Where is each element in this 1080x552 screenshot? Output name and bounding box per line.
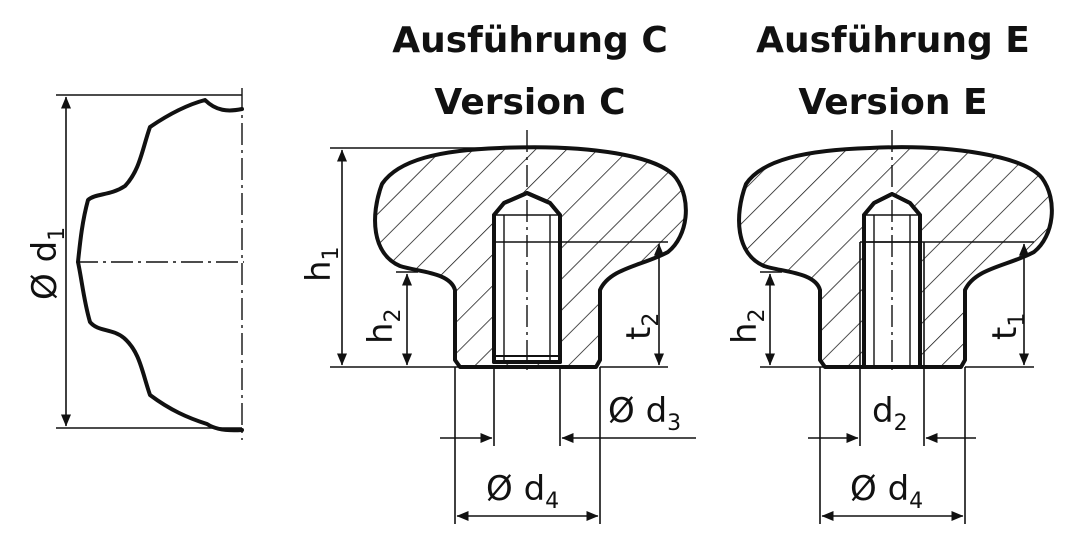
top-view-lobed-outline — [76, 98, 244, 433]
c-h1-label: h1 — [299, 246, 344, 282]
version-e-section: Ausführung E Version E h2 t1 d2 — [725, 20, 1054, 524]
e-d2-label: d2 — [872, 391, 908, 436]
version-c-title-en: Version C — [434, 82, 625, 123]
version-c-section: Ausführung C Version C h1 h2 t2 — [299, 20, 696, 524]
e-d4-label: Ø d4 — [850, 469, 923, 514]
version-e-title-en: Version E — [798, 82, 987, 123]
e-h2-label: h2 — [725, 308, 770, 344]
top-view: Ø d1 — [25, 88, 244, 440]
e-t1-label: t1 — [985, 313, 1030, 340]
d1-dimension-label: Ø d1 — [25, 227, 70, 300]
c-d4-label: Ø d4 — [486, 469, 559, 514]
c-h2-label: h2 — [361, 308, 406, 344]
c-d3-label: Ø d3 — [608, 391, 681, 436]
c-t2-label: t2 — [619, 313, 664, 340]
version-e-title-de: Ausführung E — [756, 20, 1030, 61]
version-c-title-de: Ausführung C — [392, 20, 668, 61]
